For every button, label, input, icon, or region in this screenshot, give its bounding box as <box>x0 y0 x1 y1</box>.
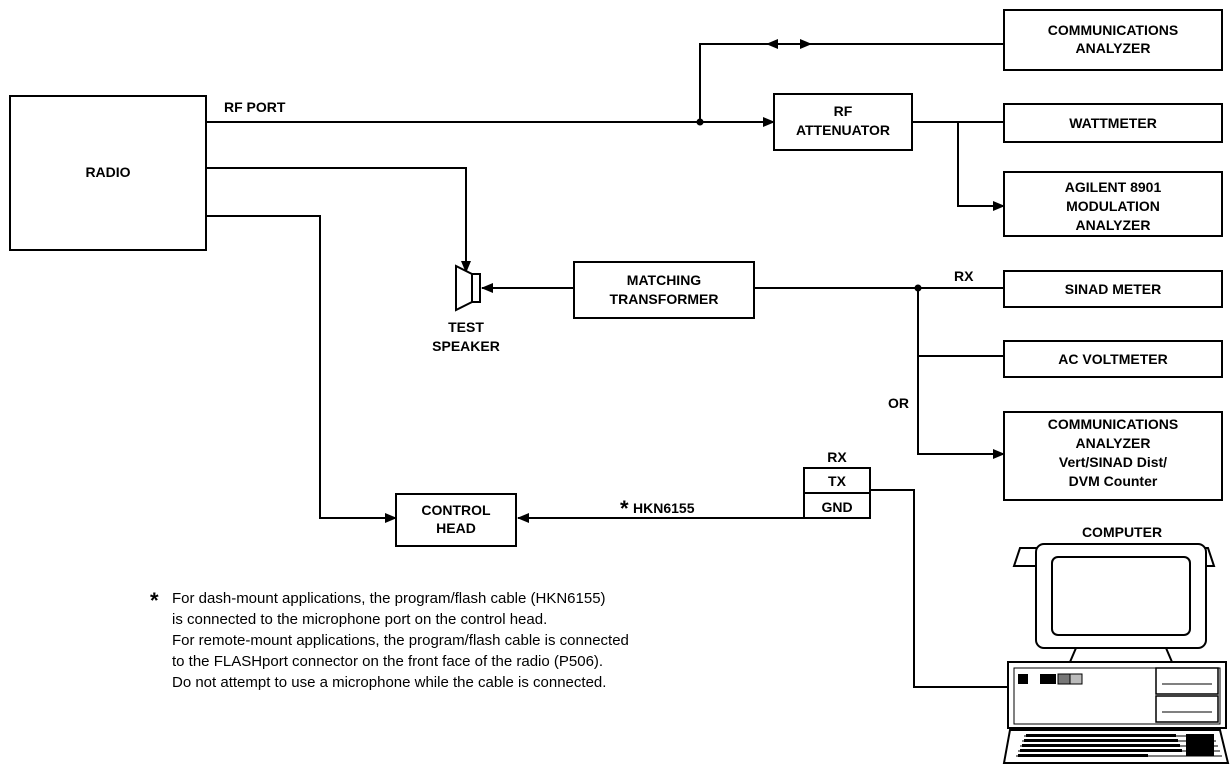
radio-label: RADIO <box>85 164 130 180</box>
comm-analyzer-top-line2: ANALYZER <box>1076 40 1151 56</box>
or-label: OR <box>888 395 909 411</box>
attenuator-to-agilent-wire <box>957 122 1005 211</box>
footnote-line-1: For dash-mount applications, the program… <box>172 590 606 607</box>
control-head-block: CONTROL HEAD <box>395 493 517 547</box>
rf-attenuator-line1: RF <box>834 103 853 119</box>
sinad-meter-block: SINAD METER <box>1003 270 1223 308</box>
agilent-line2: MODULATION <box>1066 198 1160 214</box>
comm-analyzer-top-line1: COMMUNICATIONS <box>1048 22 1178 38</box>
matching-transformer-block: MATCHING TRANSFORMER <box>573 261 755 319</box>
wattmeter-label: WATTMETER <box>1069 115 1157 131</box>
speaker-icon <box>455 264 481 312</box>
agilent-line3: ANALYZER <box>1076 217 1151 233</box>
audio-to-comm-analyzer-wire <box>917 356 1005 459</box>
radio-block: RADIO <box>9 95 207 251</box>
footnote-line-5: Do not attempt to use a microphone while… <box>172 674 606 691</box>
rf-port-label: RF PORT <box>224 99 286 115</box>
wattmeter-block: WATTMETER <box>1003 103 1223 143</box>
cable-star-mark: * <box>620 496 629 521</box>
footnote-star: * <box>150 588 159 613</box>
comm-analyzer-bottom-line2: ANALYZER <box>1076 435 1151 451</box>
connector-tx-label: TX <box>828 473 847 489</box>
agilent-8901-block: AGILENT 8901 MODULATION ANALYZER <box>1003 171 1223 237</box>
bidirectional-arrow-right <box>800 39 812 49</box>
footnote-line-3: For remote-mount applications, the progr… <box>172 632 629 649</box>
radio-to-control-head-wire <box>206 215 397 523</box>
wiring <box>206 39 1010 688</box>
rx-connector-label: RX <box>827 449 847 465</box>
comm-analyzer-bottom-line3: Vert/SINAD Dist/ <box>1059 454 1167 470</box>
test-speaker-label-line2: SPEAKER <box>432 338 500 354</box>
control-head-line1: CONTROL <box>421 502 491 518</box>
bidirectional-arrow-left <box>766 39 778 49</box>
communications-analyzer-bottom-block: COMMUNICATIONS ANALYZER Vert/SINAD Dist/… <box>1003 411 1223 501</box>
connector-gnd-label: GND <box>821 499 852 515</box>
footnote-line-2: is connected to the microphone port on t… <box>172 611 547 628</box>
control-head-line2: HEAD <box>436 520 476 536</box>
agilent-line1: AGILENT 8901 <box>1065 179 1162 195</box>
communications-analyzer-top-block: COMMUNICATIONS ANALYZER <box>1003 9 1223 71</box>
footnote: * For dash-mount applications, the progr… <box>150 588 629 691</box>
matching-transformer-line1: MATCHING <box>627 272 702 288</box>
ac-voltmeter-label: AC VOLTMETER <box>1058 351 1167 367</box>
rf-junction-dot <box>696 118 704 126</box>
audio-to-voltmeter-wire <box>917 288 1004 357</box>
rf-attenuator-block: RF ATTENUATOR <box>773 93 913 151</box>
matching-transformer-line2: TRANSFORMER <box>610 291 719 307</box>
comm-analyzer-bottom-line1: COMMUNICATIONS <box>1048 416 1178 432</box>
footnote-line-4: to the FLASHport connector on the front … <box>172 653 603 670</box>
comm-analyzer-bottom-line4: DVM Counter <box>1069 473 1158 489</box>
radio-to-speaker-wire <box>206 167 471 273</box>
rf-attenuator-line2: ATTENUATOR <box>796 122 890 138</box>
rx-label-top: RX <box>954 268 974 284</box>
computer-icon <box>1002 543 1230 764</box>
sinad-meter-label: SINAD METER <box>1065 281 1161 297</box>
test-speaker-label-line1: TEST <box>448 319 484 335</box>
computer-label: COMPUTER <box>1082 524 1162 540</box>
connector-to-computer-wire <box>870 489 1010 688</box>
tx-gnd-connector: TX GND <box>803 467 871 519</box>
hkn6155-label: HKN6155 <box>633 500 695 516</box>
ac-voltmeter-block: AC VOLTMETER <box>1003 340 1223 378</box>
rf-to-comm-analyzer-wire <box>699 43 1004 122</box>
